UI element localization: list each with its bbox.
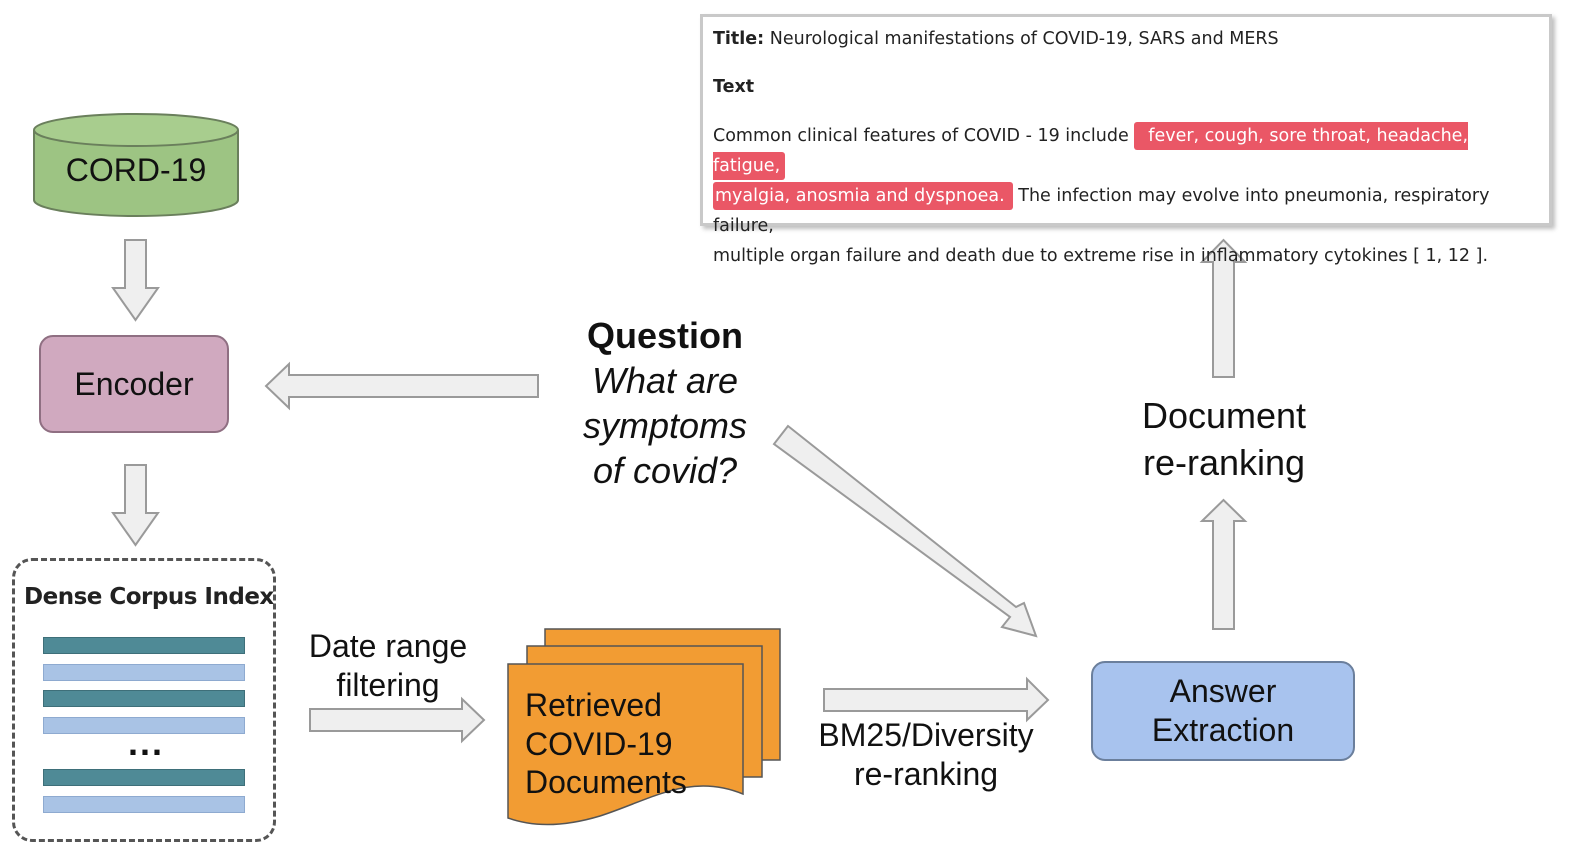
question-line-1: What are	[591, 360, 739, 401]
date-range-line-2: filtering	[336, 667, 440, 703]
answer-highlight-2: myalgia, anosmia and dyspnoea.	[713, 182, 1013, 210]
docs-line-3: Documents	[525, 764, 687, 800]
doc-rerank-line-1: Document	[1141, 395, 1307, 436]
bm25-line-1: BM25/Diversity	[818, 717, 1034, 753]
card-lead-text: Common clinical features of COVID - 19 i…	[713, 126, 1129, 146]
date-range-filtering-label: Date range filtering	[290, 627, 486, 705]
card-text-heading: Text	[713, 77, 755, 97]
cord19-label: CORD-19	[65, 152, 207, 188]
encoder-box: Encoder	[39, 335, 229, 433]
question-line-3: of covid?	[592, 450, 738, 491]
dense-corpus-index-title: Dense Corpus Index	[24, 584, 274, 610]
arrow-question-to-answer	[772, 424, 1038, 638]
index-row	[43, 796, 245, 813]
result-card: Title: Neurological manifestations of CO…	[700, 14, 1552, 266]
answer-line-2: Extraction	[1151, 712, 1295, 748]
arrow-cord-to-encoder	[111, 239, 160, 322]
arrow-encoder-to-index	[111, 464, 160, 547]
date-range-line-1: Date range	[308, 628, 468, 664]
encoder-label: Encoder	[74, 365, 194, 402]
arrow-docs-to-answer	[823, 676, 1050, 723]
doc-rerank-line-2: re-ranking	[1142, 442, 1306, 483]
arrow-rerank-to-card	[1199, 238, 1248, 378]
document-reranking-label: Document re-ranking	[1104, 392, 1344, 486]
card-body: Common clinical features of COVID - 19 i…	[713, 121, 1539, 271]
answer-extraction-box: Answer Extraction	[1091, 661, 1355, 761]
question-line-2: symptoms	[582, 405, 748, 446]
bm25-reranking-label: BM25/Diversity re-ranking	[806, 716, 1046, 794]
index-ellipsis: ...	[128, 722, 165, 763]
card-title-row: Title: Neurological manifestations of CO…	[713, 25, 1539, 53]
index-row	[43, 690, 245, 707]
card-rest-text-1: The infection may evolve into pneumonia,…	[713, 186, 1490, 236]
dense-corpus-index	[12, 558, 276, 842]
retrieved-documents-label: Retrieved COVID-19 Documents	[525, 686, 687, 802]
question-heading: Question	[586, 315, 743, 356]
answer-line-1: Answer	[1169, 673, 1277, 709]
card-title-label: Title:	[713, 29, 765, 49]
docs-line-2: COVID-19	[525, 725, 673, 762]
arrow-question-to-encoder	[264, 361, 539, 411]
card-title: Neurological manifestations of COVID-19,…	[769, 29, 1279, 49]
card-rest-text-2: multiple organ failure and death due to …	[713, 246, 1489, 266]
index-row	[43, 769, 245, 786]
question-block: Question What are symptoms of covid?	[540, 313, 790, 493]
docs-line-1: Retrieved	[525, 687, 662, 723]
arrow-index-to-docs	[309, 696, 486, 744]
arrow-answer-to-rerank	[1199, 498, 1248, 630]
index-row	[43, 717, 245, 734]
index-row	[43, 664, 245, 681]
cord19-cylinder	[33, 113, 239, 217]
index-row	[43, 637, 245, 654]
bm25-line-2: re-ranking	[853, 756, 999, 792]
retrieved-documents-stack	[507, 628, 781, 826]
